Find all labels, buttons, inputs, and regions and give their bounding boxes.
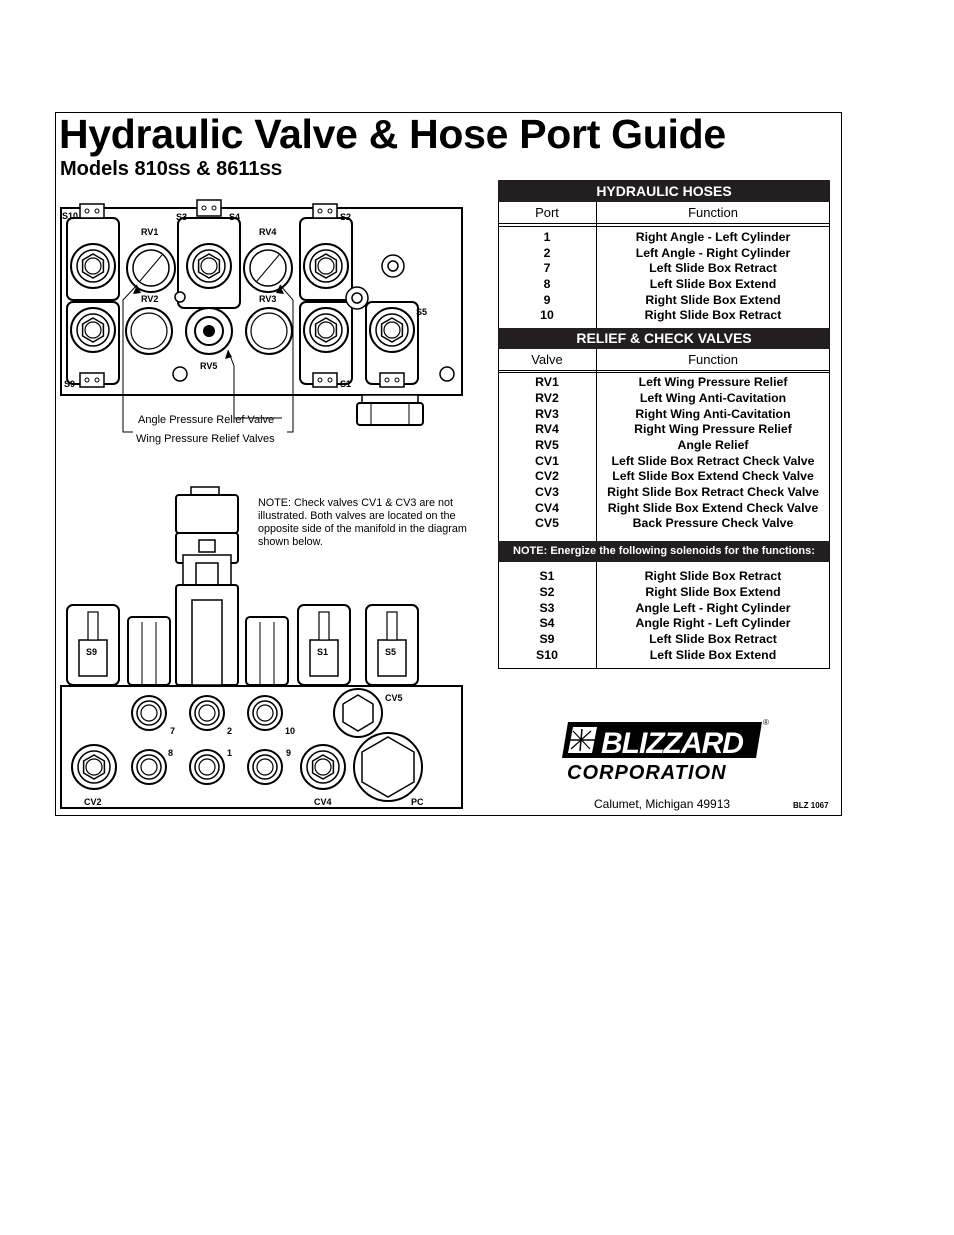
divider <box>498 226 830 227</box>
label-s1: S1 <box>340 379 351 389</box>
col-function: Function <box>688 205 738 220</box>
label-rv5: RV5 <box>200 361 217 371</box>
label-port-2: 2 <box>227 726 232 736</box>
label-rv4: RV4 <box>259 227 276 237</box>
label-port-9: 9 <box>286 748 291 758</box>
wing-relief-label: Wing Pressure Relief Valves <box>136 433 275 445</box>
col-valve: Valve <box>531 352 563 367</box>
angle-relief-label: Angle Pressure Relief Valve <box>138 414 275 426</box>
label-s4: S4 <box>229 212 240 222</box>
label-port-7: 7 <box>170 726 175 736</box>
label-cv4: CV4 <box>314 797 332 807</box>
label-port-10: 10 <box>285 726 295 736</box>
label-rv2: RV2 <box>141 294 158 304</box>
document-number: BLZ 1067 <box>793 801 829 810</box>
logo-registered: ® <box>763 718 769 727</box>
blizzard-logo: BLIZZARD ® <box>562 718 769 760</box>
logo-brand: BLIZZARD <box>601 727 743 760</box>
logo-corporation: CORPORATION <box>567 762 727 784</box>
label-s10: S10 <box>62 211 78 221</box>
divider <box>498 223 830 224</box>
solenoids-heading: NOTE: Energize the following solenoids f… <box>498 541 830 562</box>
divider <box>498 372 830 373</box>
hoses-column-headers: Port Function <box>498 202 830 224</box>
company-address: Calumet, Michigan 49913 <box>594 797 731 811</box>
label-cv2: CV2 <box>84 797 102 807</box>
label-s1-lower: S1 <box>317 647 328 657</box>
valves-column-headers: Valve Function <box>498 349 830 371</box>
column-divider <box>596 349 597 541</box>
col-port: Port <box>535 205 559 220</box>
label-s9: S9 <box>64 379 75 389</box>
divider <box>498 370 830 371</box>
label-port-8: 8 <box>168 748 173 758</box>
column-divider <box>596 562 597 669</box>
label-pc: PC <box>411 797 424 807</box>
models-subtitle: Models 810SS & 8611SS <box>60 158 283 180</box>
label-s2: S2 <box>340 212 351 222</box>
label-cv5: CV5 <box>385 693 403 703</box>
label-rv3: RV3 <box>259 294 276 304</box>
label-rv1: RV1 <box>141 227 158 237</box>
label-s9-lower: S9 <box>86 647 97 657</box>
valves-heading: RELIEF & CHECK VALVES <box>498 328 830 349</box>
hoses-heading: HYDRAULIC HOSES <box>498 180 830 202</box>
guide-frame <box>55 112 842 816</box>
col-function: Function <box>688 352 738 367</box>
label-port-1: 1 <box>227 748 232 758</box>
page-title: Hydraulic Valve & Hose Port Guide <box>59 111 726 157</box>
label-s5: S5 <box>416 307 427 317</box>
check-valve-note: NOTE: Check valves CV1 & CV3 are not ill… <box>258 497 467 548</box>
label-s3: S3 <box>176 212 187 222</box>
label-s5-lower: S5 <box>385 647 396 657</box>
column-divider <box>596 202 597 328</box>
